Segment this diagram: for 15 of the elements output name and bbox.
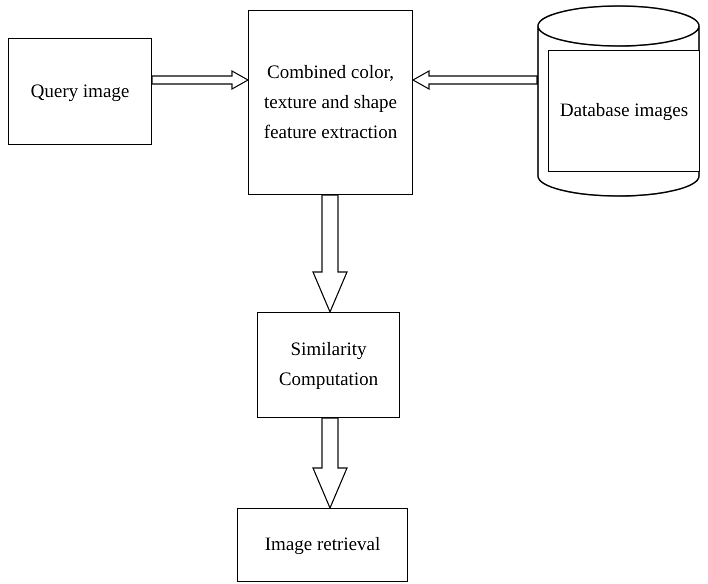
node-text: Combined color, texture and shape feature extraction — [262, 60, 398, 144]
block-arrow — [312, 194, 348, 314]
node-text: Query image — [30, 80, 130, 104]
block-arrow — [312, 417, 348, 510]
node-text: Similarity Computation — [278, 338, 380, 392]
block-arrow — [412, 70, 538, 90]
process-box — [237, 508, 408, 582]
process-box — [257, 312, 400, 418]
block-arrow — [151, 70, 250, 90]
label-box — [548, 50, 700, 172]
node-text: Image retrieval — [264, 533, 380, 557]
process-box — [8, 38, 152, 145]
node-text: Database images — [560, 99, 688, 123]
cylinder-shape — [537, 6, 700, 196]
process-box — [248, 10, 413, 195]
